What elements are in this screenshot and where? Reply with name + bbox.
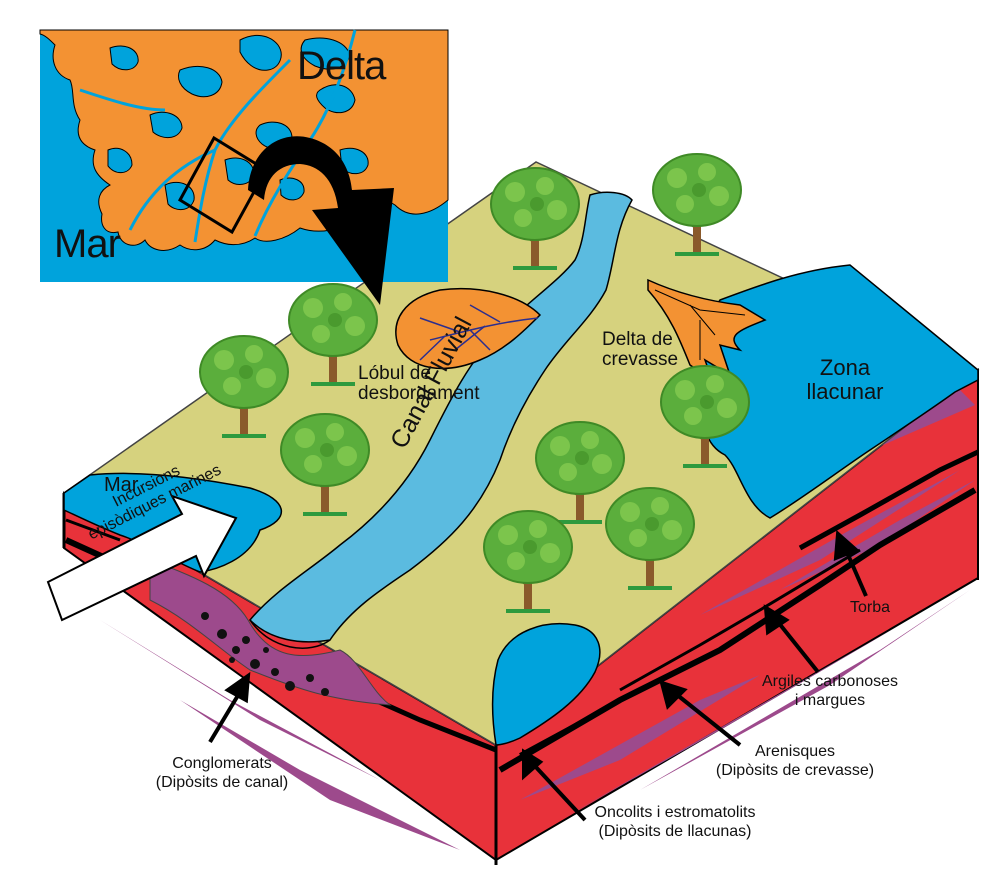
crevasse-delta <box>647 278 767 382</box>
peat-label: Torba <box>850 599 891 616</box>
lagoon-water <box>491 623 601 746</box>
marine-incursion-arrow <box>46 494 238 622</box>
crevasse-delta-label: Delta de crevasse <box>602 329 679 370</box>
zoom-rectangle <box>177 135 269 235</box>
lake-zone-label: Zona llacunar <box>806 355 884 404</box>
oncolites-label: Oncolits i estromatolits (Dipòsits de ll… <box>594 804 756 840</box>
inset-map <box>39 29 449 305</box>
conglomerate-channel-fill <box>149 559 392 706</box>
callout-arrows <box>208 529 868 822</box>
conglomerates-label: Conglomerats (Dipòsits de canal) <box>155 755 289 791</box>
inset-title: Delta <box>297 44 386 88</box>
zoom-arrow <box>248 136 394 305</box>
lobe-label: Lóbul de desbordament <box>358 363 480 404</box>
sandstones-label: Arenisques (Dipòsits de crevasse) <box>715 743 875 779</box>
clays-label: Argiles carbonoses i margues <box>761 673 899 709</box>
inset-sea-label: Mar <box>54 222 121 266</box>
small-sea-label: Mar <box>104 474 139 496</box>
conglomerate-clasts <box>201 612 329 696</box>
